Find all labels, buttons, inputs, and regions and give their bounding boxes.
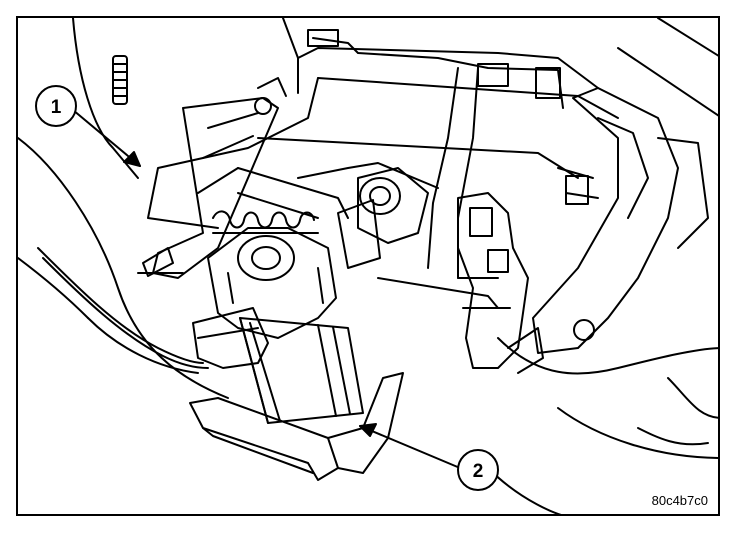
stud: [112, 55, 128, 105]
callout-1: 1: [35, 85, 77, 127]
callout-2: 2: [457, 449, 499, 491]
right-lever: [532, 87, 709, 354]
left-bracket: [137, 77, 287, 279]
door-pivot: [457, 192, 544, 374]
door-frame: [147, 29, 619, 229]
figure-id: 80c4b7c0: [651, 493, 708, 508]
crank-linkage: [297, 67, 499, 309]
callout-2-label: 2: [473, 461, 484, 482]
housing-outline: [18, 18, 718, 514]
illustration-frame: 1 2 80c4b7c0: [16, 16, 720, 516]
blend-door-actuator: [37, 227, 364, 424]
leader-arrows: [72, 109, 461, 469]
callout-1-label: 1: [51, 97, 62, 118]
heater-blend-door-actuator-illustration: 1 2: [18, 18, 718, 514]
